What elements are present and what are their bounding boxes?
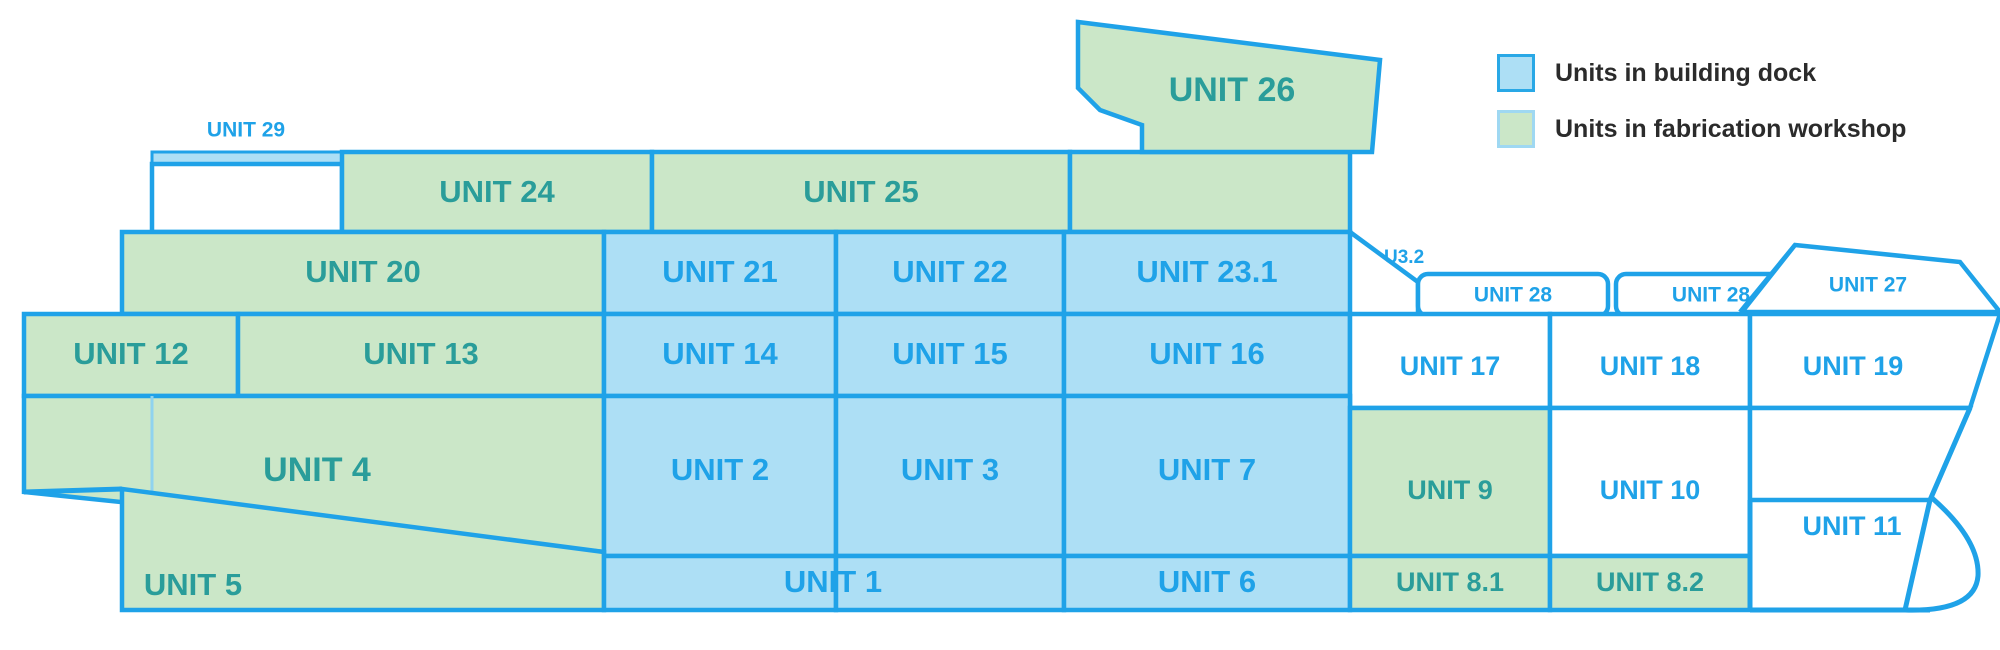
legend-swatch-fabrication-icon [1497,110,1535,148]
unit-23-1-box[interactable] [1061,229,1353,317]
unit-6-box[interactable] [1061,553,1353,613]
unit-3-label: UNIT 3 [901,452,999,487]
unit-28-a-label: UNIT 28 [1474,284,1553,307]
unit-2-box[interactable] [601,393,839,559]
unit-22-label: UNIT 22 [892,254,1007,289]
legend-swatch-dock-icon [1497,54,1535,92]
unit-27-left-edge[interactable] [1738,243,1797,314]
bow-stem [1902,407,1973,611]
unit-29-label: UNIT 29 [207,119,285,142]
unit-8-1-box[interactable] [1347,553,1553,613]
unit-2-label: UNIT 2 [671,452,769,487]
unit-18-box[interactable] [1547,311,1753,411]
unit-26-polygon[interactable] [1075,19,1383,155]
legend-item-building-dock[interactable]: Units in building dock [1497,52,1977,94]
unit-13-label: UNIT 13 [363,336,478,371]
legend-item-fabrication-workshop[interactable]: Units in fabrication workshop [1497,108,1977,150]
unit-10-label: UNIT 10 [1600,475,1701,505]
unit-5-label: UNIT 5 [144,567,242,602]
unit-14-label: UNIT 14 [662,336,778,371]
unit-1-left-box[interactable] [601,553,839,613]
unit-1-right-box[interactable] [833,553,1067,613]
stern-lower-edge [23,486,123,495]
unit-6-label: UNIT 6 [1158,564,1256,599]
unit-22-box[interactable] [833,229,1067,317]
unit-28-b-label: UNIT 28 [1672,284,1751,307]
unit-7-label: UNIT 7 [1158,452,1256,487]
unit-18-label: UNIT 18 [1600,351,1701,381]
unit-23-1-label: UNIT 23.1 [1136,254,1277,289]
unit-15-label: UNIT 15 [892,336,1007,371]
unit-24-label: UNIT 24 [439,174,555,209]
bulbous-bow [1904,496,1981,613]
unit-21-label: UNIT 21 [662,254,777,289]
unit-24-box[interactable] [339,149,655,235]
unit-7-box[interactable] [1061,393,1353,559]
unit-12-label: UNIT 12 [73,336,188,371]
unit-23-upper-box[interactable] [1067,149,1353,235]
unit-3-box[interactable] [833,393,1067,559]
unit-27-label: UNIT 27 [1829,274,1907,297]
unit-21-box[interactable] [601,229,839,317]
unit-20-label: UNIT 20 [305,254,420,289]
legend-label-building-dock: Units in building dock [1555,58,1817,87]
u3-2-diagonal[interactable] [1348,230,1421,314]
unit-9-label: UNIT 9 [1407,475,1493,505]
legend-label-fabrication-workshop: Units in fabrication workshop [1555,114,1907,143]
unit-20-box[interactable] [119,229,607,317]
unit-8-2-label: UNIT 8.2 [1596,567,1704,597]
unit-8-1-label: UNIT 8.1 [1396,567,1504,597]
unit-19-label: UNIT 19 [1803,351,1904,381]
unit-11-label: UNIT 11 [1802,511,1901,541]
unit-25-box[interactable] [649,149,1073,235]
u3-2-label: U3.2 [1384,247,1424,268]
unit-1-label: UNIT 1 [784,564,882,599]
unit-8-2-box[interactable] [1547,553,1753,613]
legend: Units in building dock Units in fabricat… [1497,52,1977,164]
unit-16-label: UNIT 16 [1149,336,1264,371]
unit-25-label: UNIT 25 [803,174,918,209]
unit-4-label: UNIT 4 [263,451,371,489]
unit-29-box[interactable] [149,161,345,235]
unit-17-label: UNIT 17 [1400,351,1501,381]
unit-12-box[interactable] [21,311,241,399]
unit-26-label: UNIT 26 [1169,71,1296,109]
